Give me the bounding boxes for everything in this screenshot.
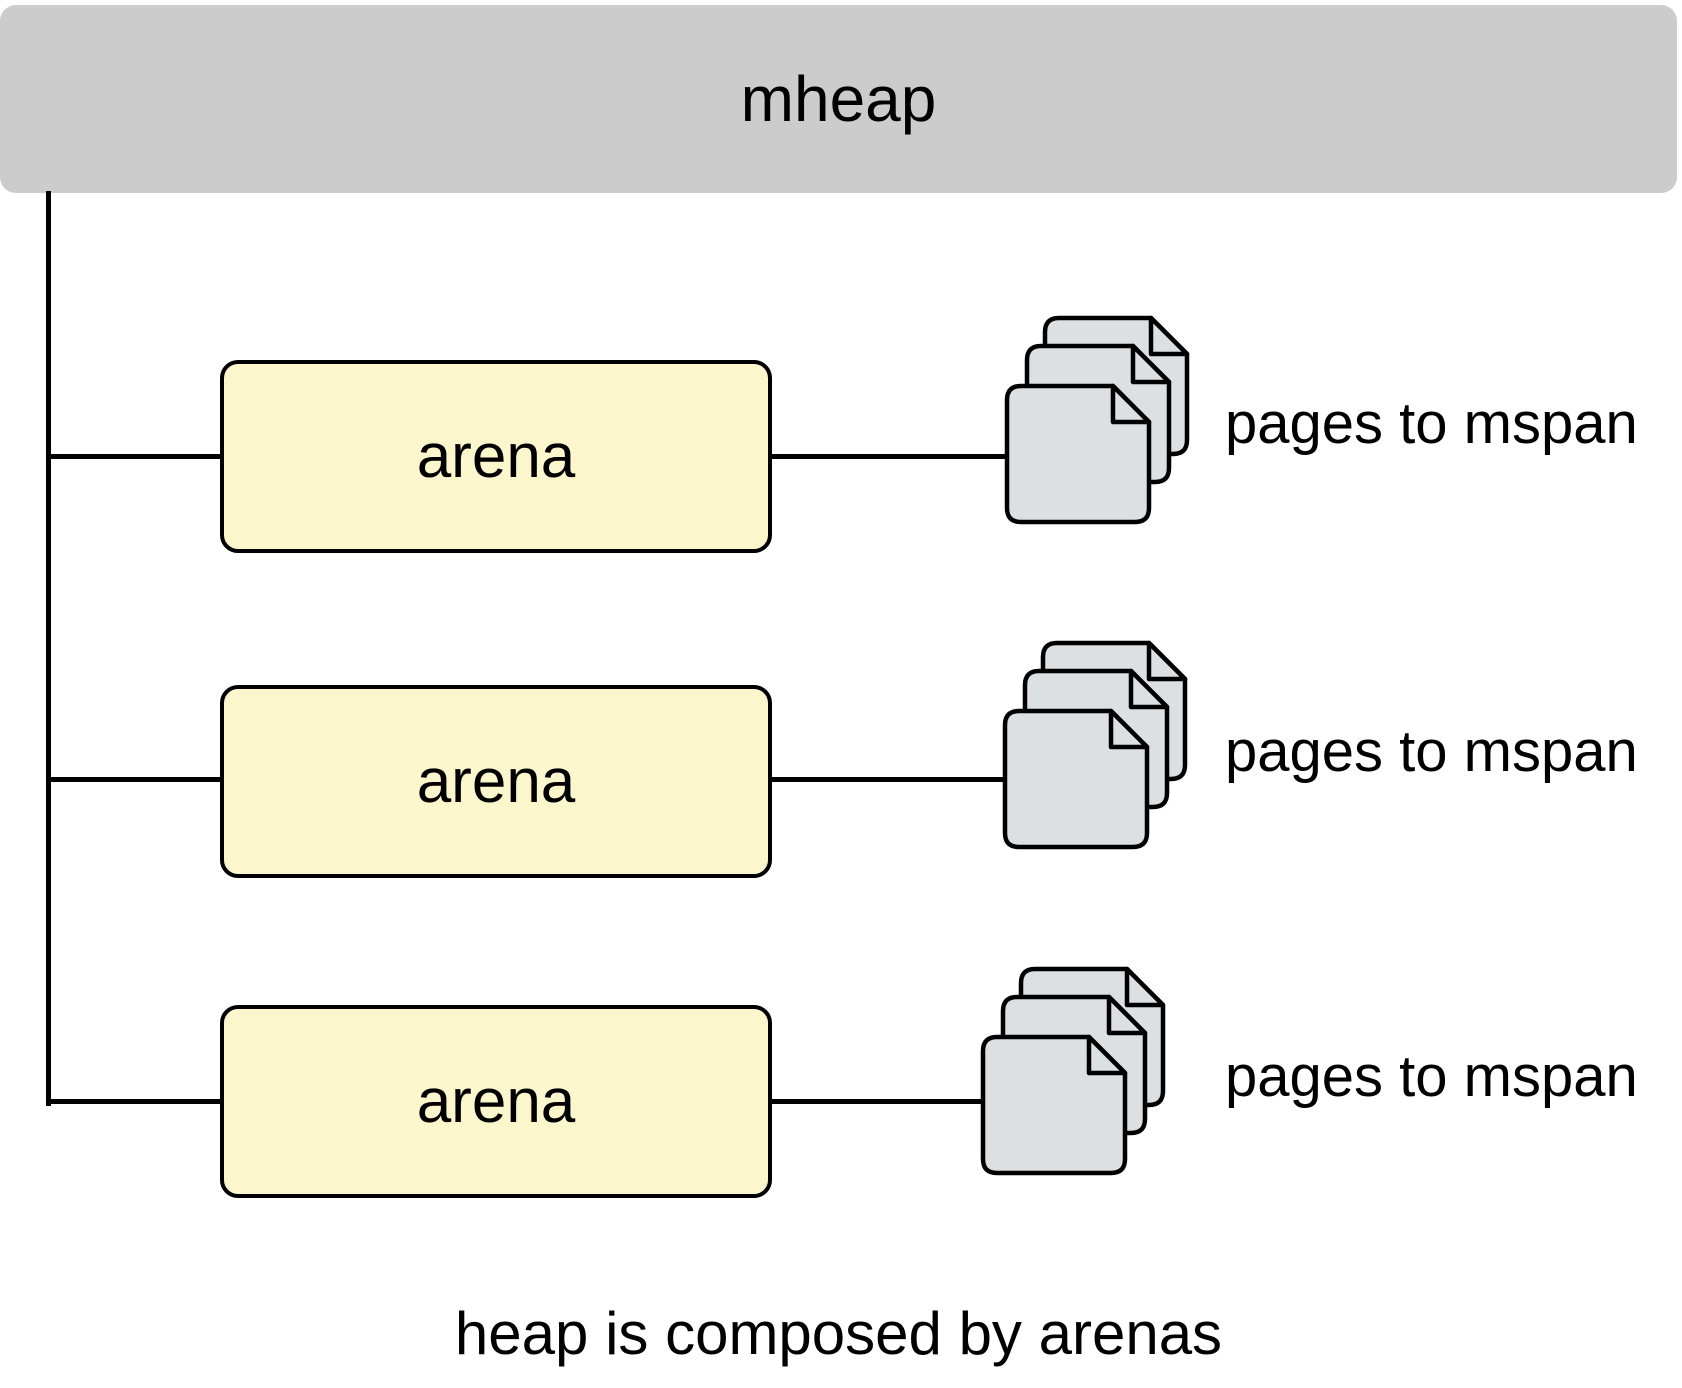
arena-label-1: arena [416,421,576,491]
branch-line-2 [46,777,222,782]
arena-box-3: arena [220,1005,772,1198]
arena-box-1: arena [220,360,772,553]
caption-text: heap is composed by arenas [454,1300,1223,1367]
trunk-line [46,191,51,1106]
pages-icon [1004,315,1192,527]
connector-line-1 [770,454,1007,459]
connector-line-2 [770,777,1005,782]
arena-label-2: arena [416,746,576,816]
pages-to-mspan-label-1: pages to mspan [1225,391,1638,456]
branch-line-3 [46,1099,222,1104]
pages-to-mspan-label-2: pages to mspan [1225,719,1638,784]
mheap-label: mheap [740,63,937,135]
pages-icon [1002,640,1190,852]
pages-to-mspan-label-3: pages to mspan [1225,1044,1638,1109]
connector-line-3 [770,1099,983,1104]
arena-box-2: arena [220,685,772,878]
pages-icon [980,966,1168,1178]
arena-label-3: arena [416,1066,576,1136]
branch-line-1 [46,454,222,459]
mheap-box: mheap [0,5,1677,193]
